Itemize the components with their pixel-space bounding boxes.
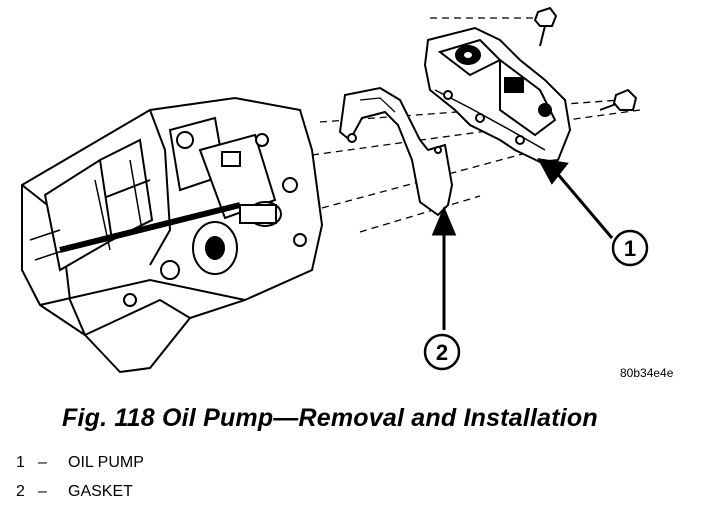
legend-number: 1 xyxy=(16,454,25,471)
legend-item-2: 2– GASKET xyxy=(16,483,133,501)
figure-code: 80b34e4e xyxy=(620,366,674,380)
legend-dash: – xyxy=(38,454,47,471)
leader-arrows xyxy=(431,158,614,330)
figure-caption: Fig. 118 Oil Pump—Removal and Installati… xyxy=(62,404,598,432)
legend-dash: – xyxy=(38,483,47,500)
engine-block xyxy=(21,96,324,374)
oil-pump xyxy=(423,26,572,164)
exploded-view-diagram: 1 2 xyxy=(21,6,649,374)
callout-2: 2 xyxy=(423,333,461,371)
legend-item-1: 1– OIL PUMP xyxy=(16,454,144,472)
bolt-top xyxy=(533,6,558,47)
legend-label: GASKET xyxy=(68,483,133,500)
callout-1-number: 1 xyxy=(624,236,636,261)
legend-number: 2 xyxy=(16,483,25,500)
callout-1: 1 xyxy=(611,229,649,267)
callout-2-number: 2 xyxy=(436,340,448,365)
legend-label: OIL PUMP xyxy=(68,454,144,471)
bolt-right xyxy=(599,88,638,111)
gasket xyxy=(338,86,454,217)
